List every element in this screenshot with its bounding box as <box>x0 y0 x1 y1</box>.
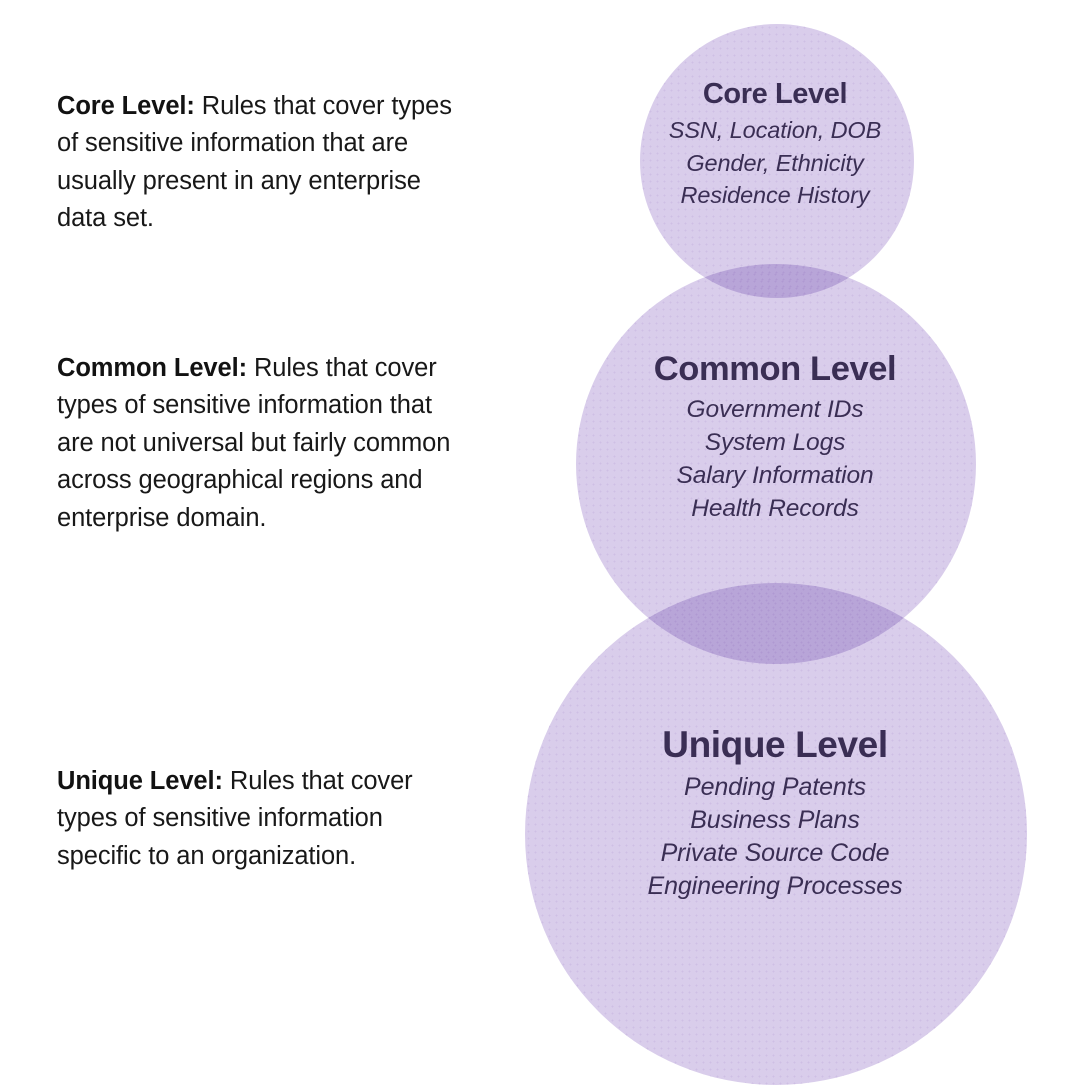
circle-unique-level-item: Engineering Processes <box>647 872 903 900</box>
description-common-level-lead: Common Level: <box>57 353 247 382</box>
description-common-level-body: Rules that cover types of sensitive info… <box>57 353 451 532</box>
circle-common-level-title: Common Level <box>653 350 897 388</box>
circle-core-level-text: Core Level SSN, Location, DOB Gender, Et… <box>470 75 1080 212</box>
circle-core-level-item: Residence History <box>680 182 870 208</box>
description-unique-level-body: Rules that cover types of sensitive info… <box>57 766 413 870</box>
circle-core-level-item: Gender, Ethnicity <box>686 149 864 176</box>
description-common-level: Common Level: Rules that cover types of … <box>57 350 452 538</box>
circle-unique-level-title: Unique Level <box>662 724 888 765</box>
description-core-level: Core Level: Rules that cover types of se… <box>57 88 452 238</box>
circle-core-level-title: Core Level <box>702 78 848 110</box>
circle-unique-level-items: Pending Patents Business Plans Private S… <box>470 771 1080 903</box>
circle-core-level-item: SSN, Location, DOB <box>668 117 882 143</box>
circle-core-level <box>640 24 914 298</box>
circle-common-level-items: Government IDs System Logs Salary Inform… <box>470 393 1080 525</box>
description-core-level-lead: Core Level: <box>57 91 195 120</box>
circle-common-level-item: Government IDs <box>686 396 864 423</box>
description-unique-level: Unique Level: Rules that cover types of … <box>57 763 452 876</box>
description-unique-level-lead: Unique Level: <box>57 766 223 795</box>
circle-core-level-items: SSN, Location, DOB Gender, Ethnicity Res… <box>470 114 1080 212</box>
circle-common-level-item: Health Records <box>691 495 859 522</box>
circle-unique-level-text: Unique Level Pending Patents Business Pl… <box>470 721 1080 903</box>
circle-common-level-item: System Logs <box>704 429 846 456</box>
description-core-level-body: Rules that cover types of sensitive info… <box>57 91 452 233</box>
descriptions-column: Core Level: Rules that cover types of se… <box>57 0 457 1080</box>
circle-unique-level-item: Business Plans <box>690 806 860 834</box>
circle-unique-level-item: Private Source Code <box>660 839 890 867</box>
circle-common-level-item: Salary Information <box>676 462 874 489</box>
circle-unique-level-item: Pending Patents <box>684 773 866 801</box>
circle-unique-level <box>525 583 1027 1085</box>
venn-diagram: Core Level SSN, Location, DOB Gender, Et… <box>470 0 1080 1085</box>
circle-common-level-text: Common Level Government IDs System Logs … <box>470 347 1080 525</box>
